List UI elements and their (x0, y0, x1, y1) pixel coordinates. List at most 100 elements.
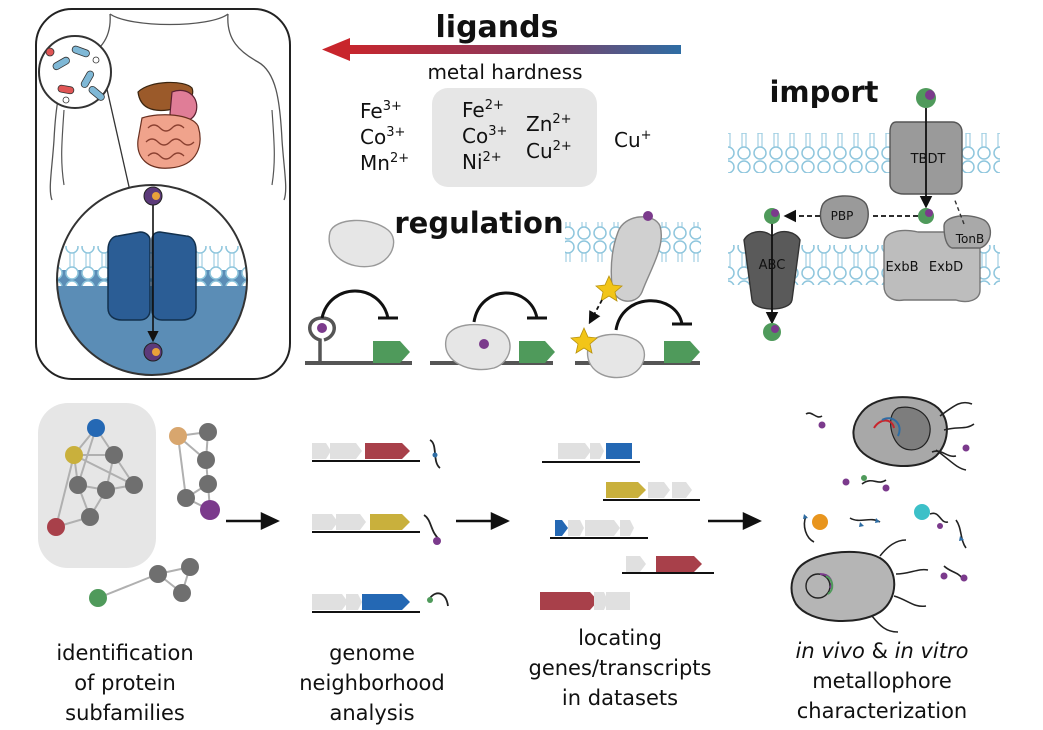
step1-line: subfamilies (65, 701, 185, 725)
import-siderophore-periplasm (918, 208, 934, 224)
metal-ion-label: Zn2+ (526, 112, 572, 136)
workflow-arrow-2 (456, 512, 510, 530)
transcript-row (542, 443, 640, 463)
import-section: import TBDT PBP ABC ExbB ExbD TonB (728, 75, 1000, 341)
step4-line1: in vivo & in vitro (762, 636, 1002, 666)
network-node (105, 446, 123, 464)
network-node (169, 427, 187, 445)
network-node (181, 558, 199, 576)
host-gut-panel (35, 8, 291, 380)
network-node (97, 481, 115, 499)
tbdt-label: TBDT (910, 152, 946, 167)
workflow-arrow-3 (708, 512, 762, 530)
metal-ion-label: Co3+ (462, 124, 507, 148)
metallophore-metals (803, 421, 970, 582)
regulation-two-component-unit (565, 211, 701, 379)
gene-arrow-3 (664, 341, 700, 363)
metal-ion-label: Co3+ (360, 125, 405, 149)
soft-metals-group: Cu+ (614, 128, 652, 152)
tonb-protein (943, 215, 991, 249)
phospho-star-1 (595, 275, 623, 302)
intestine-coils (145, 124, 195, 160)
borderline-metals-col1: Fe2+Co3+Ni2+ (462, 98, 507, 174)
transcript-row (540, 592, 630, 610)
network-node (197, 451, 215, 469)
genome-neighborhood-panel (312, 439, 449, 613)
siderophore-inside (143, 342, 163, 362)
ampersand-text: & (864, 639, 895, 663)
import-siderophore-cytoplasm (763, 323, 781, 341)
bacterium-bottom (790, 539, 929, 633)
network-node (177, 489, 195, 507)
datasets-panel (540, 443, 714, 610)
hardness-axis-label: metal hardness (427, 60, 582, 84)
metal-ion-label: Mn2+ (360, 151, 409, 175)
network-node (87, 419, 105, 437)
tonb-label: TonB (955, 232, 984, 246)
network-node (47, 518, 65, 536)
workflow-arrows (226, 512, 762, 530)
metal-ion-label: Fe3+ (360, 99, 402, 123)
step3-line: in datasets (561, 686, 679, 710)
gene-cluster-row (312, 514, 441, 545)
gene-cluster-row (312, 439, 441, 469)
step2-label: genome neighborhood analysis (262, 638, 482, 728)
metal-ion-label: Cu2+ (526, 139, 572, 163)
network-node (65, 446, 83, 464)
in-vitro-text: in vitro (894, 639, 969, 663)
ligands-section: ligands metal hardness Fe3+Co3+Mn2+ Fe2+… (322, 10, 681, 187)
network-node (199, 475, 217, 493)
import-title: import (769, 75, 878, 109)
hardness-gradient-bar (345, 45, 681, 54)
transcript-row (603, 482, 700, 501)
borderline-metals-box (432, 88, 597, 187)
network-node (200, 500, 220, 520)
step1-line: of protein (74, 671, 176, 695)
step3-line: locating (578, 626, 662, 650)
step1-line: identification (56, 641, 194, 665)
pbp-label: PBP (831, 209, 854, 223)
siderophore-outside (143, 186, 163, 206)
membrane-zoom-circle (56, 184, 248, 376)
hard-metals-group: Fe3+Co3+Mn2+ (360, 99, 409, 175)
gene-arrow-1 (373, 341, 410, 363)
regulation-riboswitch-unit (305, 289, 412, 365)
step4-label: in vivo & in vitro metallophore characte… (762, 636, 1002, 726)
step4-line3: characterization (796, 699, 968, 723)
network-node (199, 423, 217, 441)
step4-line2: metallophore (812, 669, 952, 693)
ligands-title: ligands (436, 10, 559, 45)
step2-line: neighborhood (299, 671, 445, 695)
exbd-label: ExbD (929, 260, 963, 275)
network-nodes (47, 419, 220, 607)
import-siderophore-top (916, 88, 936, 108)
network-node (81, 508, 99, 526)
network-node (149, 565, 167, 583)
borderline-metals-col2: Zn2+ Cu2+ (526, 112, 572, 163)
characterization-panel (790, 396, 975, 633)
network-node (173, 584, 191, 602)
subfamily-cluster-box (38, 403, 156, 568)
step2-line: analysis (329, 701, 415, 725)
transcript-row (550, 520, 648, 539)
workflow-arrow-1 (226, 512, 280, 530)
hardness-arrowhead (322, 38, 350, 61)
intestine-organ (137, 114, 201, 169)
gene-arrow-2 (519, 341, 555, 363)
regulation-section: regulation (305, 206, 701, 379)
transcript-row (622, 556, 714, 574)
gene-cluster-row (312, 592, 449, 613)
step1-label: identification of protein subfamilies (20, 638, 230, 728)
metal-ion-label: Ni2+ (462, 150, 502, 174)
import-siderophore-abc (764, 208, 780, 224)
gut-microbes (45, 45, 105, 104)
phospho-star-2 (570, 327, 598, 354)
regulation-title: regulation (394, 206, 563, 240)
network-node (69, 476, 87, 494)
protein-network-panel (38, 403, 220, 607)
in-vivo-text: in vivo (795, 639, 865, 663)
step3-line: genes/transcripts (528, 656, 712, 680)
metal-ion-label: Fe2+ (462, 98, 504, 122)
network-node (125, 476, 143, 494)
